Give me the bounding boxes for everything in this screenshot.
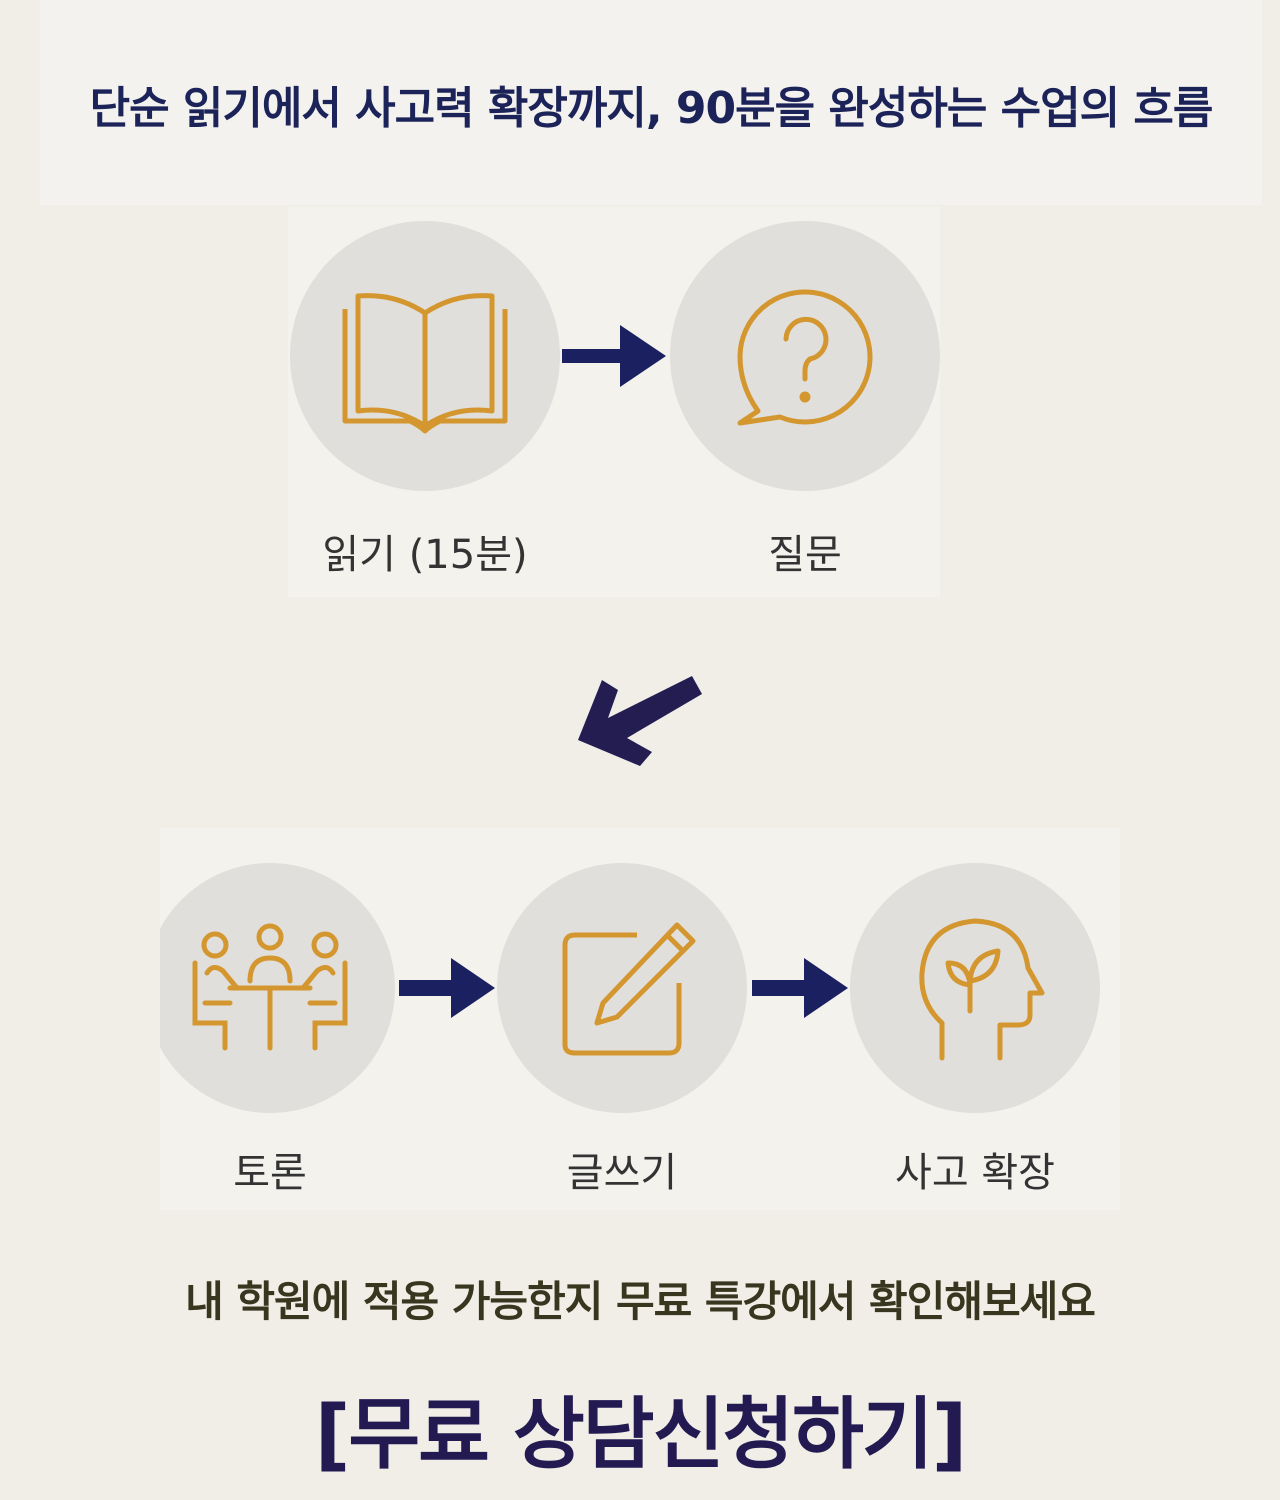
step-circle-writing (497, 863, 747, 1113)
book-icon (342, 293, 508, 434)
arrow-down-left-icon (578, 676, 702, 766)
step-circle-discussion (160, 863, 395, 1113)
question-bubble-icon (737, 289, 873, 426)
pencil-square-icon (562, 922, 696, 1056)
flow-row-bottom: 토론 글쓰기 사고 확장 (160, 828, 1120, 1210)
page-title: 단순 읽기에서 사고력 확장까지, 90분을 완성하는 수업의 흐름 (89, 83, 1214, 134)
step-label: 읽기 (15분) (322, 532, 528, 578)
step-label: 사고 확장 (895, 1150, 1055, 1196)
subtitle: 내 학원에 적용 가능한지 무료 특강에서 확인해보세요 (185, 1277, 1096, 1326)
step-circle-reading (290, 221, 560, 491)
flow-row-top: 읽기 (15분) 질문 (288, 207, 940, 597)
step-label: 토론 (233, 1150, 307, 1196)
step-circle-question (670, 221, 940, 491)
step-circle-thinking (850, 863, 1100, 1113)
title-panel (40, 0, 1262, 205)
arrow-right-icon (752, 958, 848, 1018)
step-label: 글쓰기 (566, 1150, 678, 1196)
free-consultation-button[interactable]: [무료 상담신청하기] (314, 1390, 968, 1480)
head-sprout-icon (919, 918, 1045, 1061)
step-label: 질문 (768, 532, 842, 578)
discussion-table-icon (192, 923, 348, 1051)
arrow-right-icon (562, 325, 666, 387)
arrow-right-icon (399, 958, 495, 1018)
